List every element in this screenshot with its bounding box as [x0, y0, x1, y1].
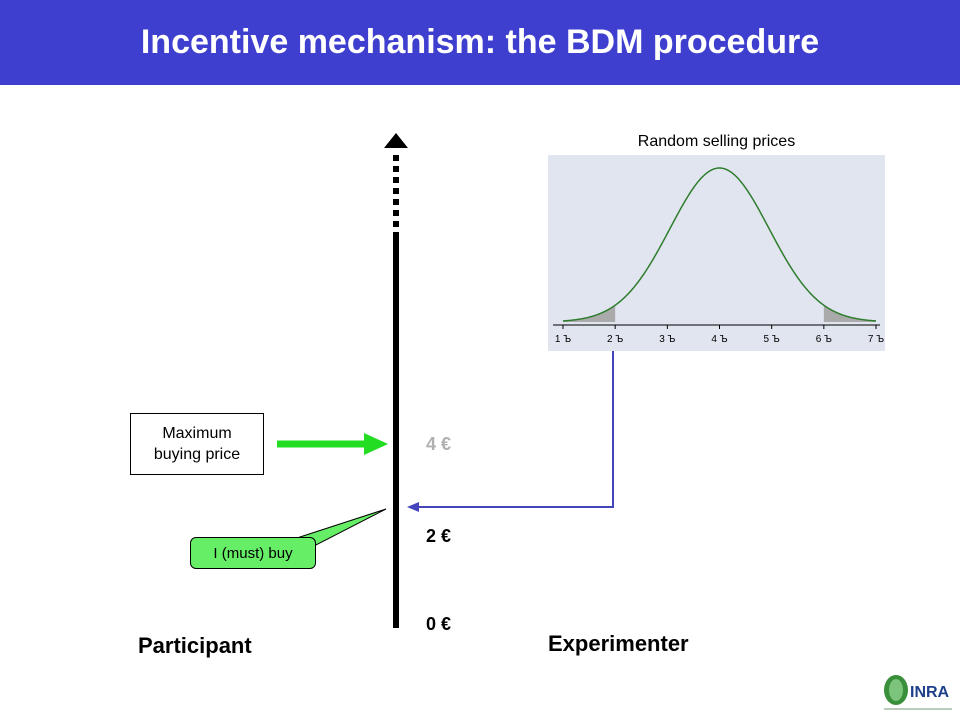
inra-logo-mark: INRA — [884, 675, 952, 710]
max-price-label-line1: Maximum — [162, 425, 232, 442]
x-tick-label-5: 5 Ъ — [764, 334, 780, 345]
x-tick-label-2: 2 Ъ — [607, 334, 623, 345]
slide-title: Incentive mechanism: the BDM procedure — [140, 23, 820, 61]
x-tick-label-3: 3 Ъ — [659, 334, 675, 345]
must-buy-callout: I (must) buy — [190, 537, 316, 569]
random-price-arrow-line — [417, 350, 614, 508]
x-tick-label-1: 1 Ъ — [555, 334, 571, 345]
shaded-tail-2 — [823, 305, 876, 322]
svg-text:INRA: INRA — [910, 684, 950, 701]
chart-title: Random selling prices — [637, 133, 796, 150]
random-price-arrowhead — [407, 502, 419, 512]
inra-logo: INRA — [882, 672, 954, 712]
axis-up-arrowhead — [384, 133, 408, 148]
density-curve — [562, 167, 877, 322]
max-price-arrowhead — [364, 433, 388, 455]
experimenter-label: Experimenter — [548, 631, 689, 656]
participant-label: Participant — [138, 633, 252, 658]
price-label-4: 4 € — [426, 434, 452, 454]
max-price-label-line2: buying price — [153, 446, 241, 463]
shaded-tail-1 — [563, 305, 616, 322]
x-tick-label-4: 4 Ъ — [711, 334, 727, 345]
price-label-2: 2 € — [426, 526, 452, 546]
title-bar — [0, 0, 960, 85]
x-tick-label-6: 6 Ъ — [816, 334, 832, 345]
price-label-0: 0 € — [426, 614, 452, 634]
price-distribution-chart: 1 Ъ 2 Ъ 3 Ъ 4 Ъ 5 Ъ 6 Ъ 7 Ъ — [553, 167, 884, 345]
x-tick-label-7: 7 Ъ — [868, 334, 884, 345]
max-buying-price-box: Maximum buying price — [130, 413, 264, 475]
